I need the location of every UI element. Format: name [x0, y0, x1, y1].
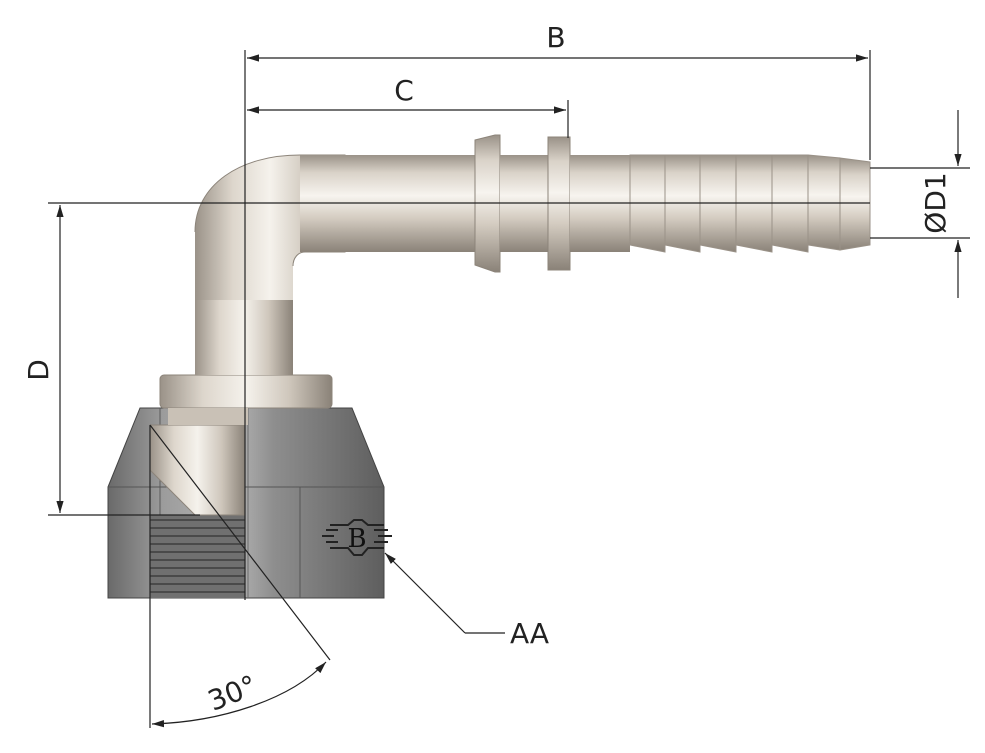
elbow-tube	[194, 134, 871, 375]
brand-emblem: B	[322, 519, 392, 556]
dimension-label-d: D	[22, 359, 55, 381]
callout-label-aa: AA	[510, 617, 549, 650]
dimension-label-c: C	[394, 74, 414, 107]
dimension-label-b: B	[546, 21, 565, 54]
hex-nut	[107, 374, 385, 599]
dimension-lines	[48, 50, 970, 728]
emblem-letter: B	[347, 524, 366, 554]
dimension-label-d1: ØD1	[919, 172, 952, 233]
angle-label: 30°	[203, 669, 261, 718]
